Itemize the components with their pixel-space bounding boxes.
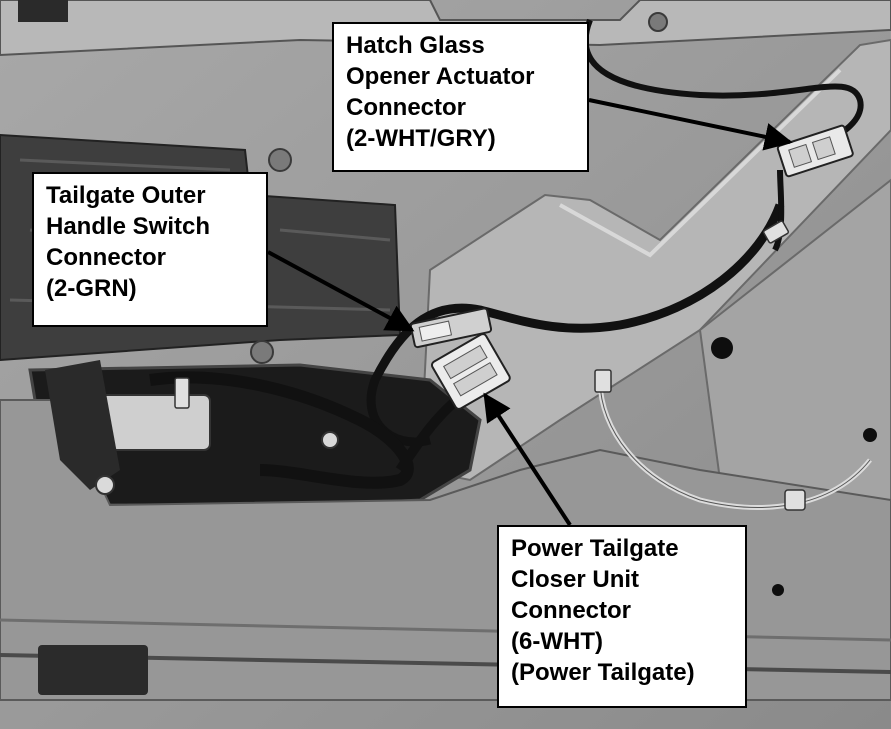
callout-line: (2-WHT/GRY) [346, 125, 496, 152]
wire-tie [784, 489, 806, 511]
wire-tie [594, 369, 612, 393]
closer-unit-body [99, 394, 211, 451]
callout-line: (2-GRN) [46, 275, 137, 302]
panel-hole [863, 428, 877, 442]
callout-line: Handle Switch [46, 213, 211, 240]
handle-switch-connector-shape [409, 307, 493, 349]
panel-bolt [268, 148, 292, 172]
callout-line: Opener Actuator [346, 63, 535, 90]
hatch-glass-leader-arrow [588, 98, 793, 151]
callout-line: (6-WHT) [511, 628, 603, 655]
bottom-clip [38, 645, 148, 695]
light-wire-2 [599, 379, 871, 508]
callout-hatch-glass-opener-actuator-connector: Hatch Glass Opener Actuator Connector (2… [332, 22, 589, 172]
panel-bolt [250, 340, 274, 364]
panel-hole [772, 584, 784, 596]
panel-bolt [321, 431, 339, 449]
callout-tailgate-outer-handle-switch-connector: Tailgate Outer Handle Switch Connector (… [32, 172, 268, 327]
closer-unit-leader-arrow [483, 392, 572, 527]
callout-line: (Power Tailgate) [511, 659, 695, 686]
wire-tie [174, 377, 190, 409]
top-left-clip [18, 0, 68, 22]
closer-unit-bolt [95, 475, 115, 495]
panel-hole [711, 337, 733, 359]
hatch-glass-connector-shape [776, 124, 854, 178]
callout-line: Connector [346, 94, 466, 121]
handle-switch-leader-arrow [267, 250, 415, 332]
callout-line: Tailgate Outer [46, 182, 206, 209]
callout-power-tailgate-closer-unit-connector: Power Tailgate Closer Unit Connector (6-… [497, 525, 747, 708]
callout-line: Connector [511, 597, 631, 624]
lower-harness [149, 371, 414, 489]
closer-unit-connector-shape [430, 333, 511, 410]
callout-line: Connector [46, 244, 166, 271]
wire-tie [762, 220, 790, 244]
callout-line: Power Tailgate [511, 535, 679, 562]
callout-line: Hatch Glass [346, 32, 485, 59]
panel-bolt [648, 12, 668, 32]
callout-line: Closer Unit [511, 566, 640, 593]
harness-branch [772, 169, 785, 252]
closer-unit-bracket [45, 360, 120, 490]
upper-wire-loop [582, 18, 864, 153]
